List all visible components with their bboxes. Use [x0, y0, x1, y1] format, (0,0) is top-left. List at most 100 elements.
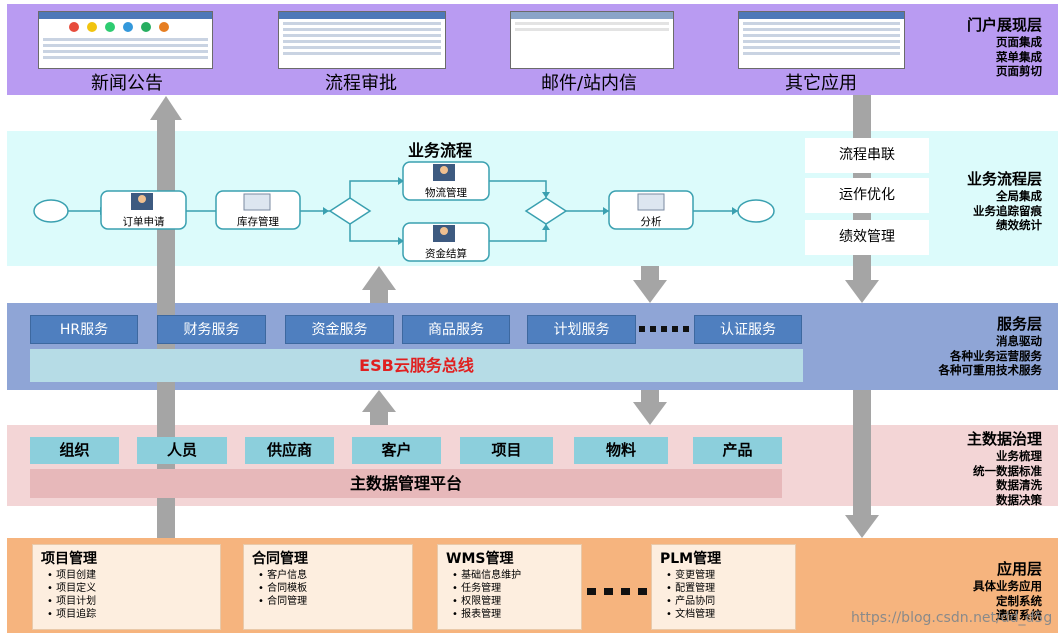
flow-task-order-label: 订单申请 [122, 216, 165, 228]
flow-arrowhead [542, 224, 550, 230]
flow-task-stock-label: 库存管理 [237, 216, 279, 228]
app-wms-mgmt: WMS管理 基础信息维护 任务管理 权限管理 报表管理 [437, 544, 582, 630]
portal-layer-sub-2: 菜单集成 [996, 49, 1042, 64]
service-layer-title: 服务层 [996, 315, 1042, 333]
service-layer-sub-1: 消息驱动 [996, 334, 1042, 348]
flow-arrowhead [732, 207, 738, 215]
app-box-item: 报表管理 [452, 608, 573, 621]
service-fund: 资金服务 [285, 315, 394, 344]
portal-screenshot-mail [510, 11, 674, 69]
portal-item-news: 新闻公告 [91, 73, 163, 94]
service-auth: 认证服务 [694, 315, 802, 344]
service-layer-sub-2: 各种业务运营服务 [950, 348, 1042, 363]
mdm-supplier: 供应商 [245, 437, 334, 464]
up-arrow-mid-bottom-head [362, 390, 396, 412]
flow-line-settle-gw2 [489, 224, 547, 242]
app-box-title: WMS管理 [446, 551, 514, 567]
service-goods: 商品服务 [402, 315, 510, 344]
bizflow-layer-caption: 业务流程层 全局集成 业务追踪留痕 绩效统计 [967, 170, 1042, 233]
flow-gateway-join [524, 197, 568, 225]
app-box-item: 权限管理 [452, 595, 573, 608]
app-box-item: 客户信息 [258, 569, 404, 582]
portal-item-mail: 邮件/站内信 [540, 73, 638, 94]
mdm-product: 产品 [693, 437, 782, 464]
bizflow-layer-sub-3: 绩效统计 [996, 218, 1042, 232]
mdm-layer-caption: 主数据治理 业务梳理 统一数据标准 数据清洗 数据决策 [967, 430, 1042, 507]
down-arrow-right-top-head [845, 280, 879, 303]
app-box-item: 项目定义 [47, 582, 212, 595]
mdm-material: 物料 [574, 437, 668, 464]
service-ellipsis [639, 326, 700, 332]
flow-gateway-split [328, 197, 372, 225]
app-box-item: 合同模板 [258, 582, 404, 595]
app-box-item: 变更管理 [666, 569, 787, 582]
app-box-item: 项目追踪 [47, 608, 212, 621]
flow-line-logistics-gw2 [489, 180, 547, 198]
portal-layer-caption: 门户展现层 页面集成 菜单集成 页面剪切 [967, 16, 1042, 79]
up-arrow-mid-top-head [362, 266, 396, 290]
mdm-customer: 客户 [352, 437, 441, 464]
app-box-item: 任务管理 [452, 582, 573, 595]
app-layer-sub-3: 遗留系统 [996, 608, 1042, 622]
app-layer-caption: 应用层 具体业务应用 定制系统 遗留系统 [973, 560, 1042, 623]
mdm-person: 人员 [137, 437, 227, 464]
app-box-item: 配置管理 [666, 582, 787, 595]
service-layer-sub-3: 各种可重用技术服务 [938, 363, 1043, 377]
app-box-title: 项目管理 [41, 551, 97, 567]
app-box-item: 文档管理 [666, 608, 787, 621]
portal-item-approval: 流程审批 [325, 73, 397, 94]
flow-task-settle-label: 资金结算 [425, 248, 467, 260]
esb-bus: ESB云服务总线 [30, 349, 803, 382]
down-arrow-mid-top-shaft [641, 266, 659, 280]
up-arrow-mid-top-shaft [370, 290, 388, 303]
service-layer-caption: 服务层 消息驱动 各种业务运营服务 各种可重用技术服务 [939, 315, 1043, 378]
app-contract-mgmt: 合同管理 客户信息 合同模板 合同管理 [243, 544, 413, 630]
flow-task-logistics-label: 物流管理 [425, 187, 467, 199]
flow-arrowhead [323, 207, 329, 215]
app-box-item: 项目创建 [47, 569, 212, 582]
down-arrow-mid-bottom-shaft [641, 390, 659, 402]
bizflow-layer-title: 业务流程层 [966, 170, 1042, 188]
flow-line-gw1-settle [349, 224, 403, 242]
portal-screenshot-news [38, 11, 213, 69]
mdm-platform: 主数据管理平台 [30, 469, 782, 498]
bizflow-center-title: 业务流程 [407, 141, 472, 160]
portal-layer-sub-1: 页面集成 [996, 35, 1042, 49]
app-layer-sub-1: 具体业务应用 [973, 579, 1042, 593]
flow-arrowhead [603, 207, 609, 215]
down-arrow-mid-bottom-head [633, 402, 667, 425]
up-arrow-left-head [150, 96, 182, 120]
user-icon-head [440, 166, 448, 174]
down-arrow-mid-top-head [633, 280, 667, 303]
flow-arrowhead [542, 192, 550, 198]
flow-arrowhead [398, 177, 404, 185]
mdm-layer-sub-2: 统一数据标准 [973, 463, 1042, 478]
app-layer-sub-2: 定制系统 [996, 593, 1042, 608]
service-hr: HR服务 [30, 315, 138, 344]
flow-line-gw1-logistics [349, 180, 403, 198]
portal-layer-title: 门户展现层 [966, 16, 1042, 34]
mdm-layer-sub-4: 数据决策 [996, 492, 1042, 507]
app-ellipsis [587, 588, 647, 595]
document-icon [637, 193, 665, 211]
mdm-layer-sub-3: 数据清洗 [996, 478, 1042, 492]
app-plm-mgmt: PLM管理 变更管理 配置管理 产品协同 文档管理 [651, 544, 796, 630]
bizflow-layer-sub-2: 业务追踪留痕 [973, 203, 1042, 218]
portal-item-other: 其它应用 [785, 73, 857, 94]
mdm-layer-sub-1: 业务梳理 [996, 449, 1042, 463]
app-box-item: 产品协同 [666, 595, 787, 608]
bizflow-side-optimize: 运作优化 [805, 178, 929, 213]
app-box-item: 合同管理 [258, 595, 404, 608]
service-plan: 计划服务 [527, 315, 636, 344]
bizflow-side-chain: 流程串联 [805, 138, 929, 173]
mdm-project: 项目 [460, 437, 553, 464]
app-layer-title: 应用层 [996, 560, 1042, 578]
document-icon [243, 193, 271, 211]
service-finance: 财务服务 [157, 315, 266, 344]
bizflow-layer-sub-1: 全局集成 [996, 189, 1042, 203]
flow-task-analysis-label: 分析 [640, 216, 662, 228]
app-box-title: PLM管理 [660, 551, 722, 567]
app-box-item: 项目计划 [47, 595, 212, 608]
down-arrow-right-bottom-head [845, 515, 879, 538]
mdm-layer-title: 主数据治理 [966, 430, 1042, 448]
